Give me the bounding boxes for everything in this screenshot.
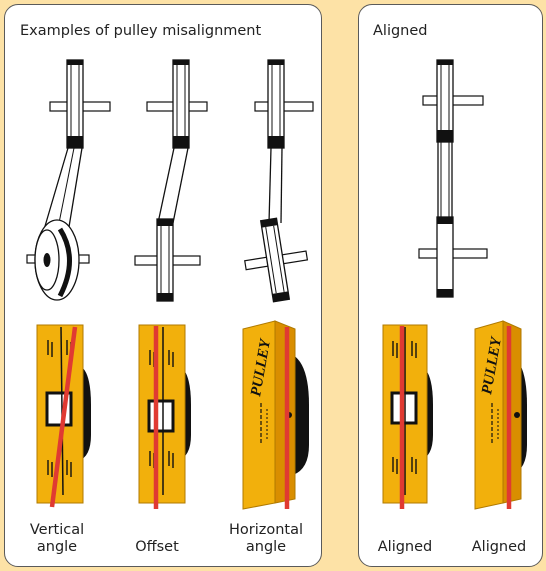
offset-laser-tool-icon <box>138 324 191 509</box>
misalignment-panel: Examples of pulley misalignment <box>4 4 322 567</box>
aligned-laser-tool-icon-2: PULLEY <box>474 320 527 510</box>
aligned-illustrations: PULLEY <box>382 59 527 510</box>
horizontal-angle-pulley-icon <box>244 59 314 303</box>
misalignment-panel-title: Examples of pulley misalignment <box>20 23 262 39</box>
aligned-pulley-icon <box>418 59 488 298</box>
caption-horizontal-angle: Horizontal angle <box>228 522 304 555</box>
aligned-panel: Aligned <box>358 4 543 567</box>
vertical-angle-laser-tool-icon <box>36 324 91 508</box>
caption-aligned-1: Aligned <box>377 539 433 555</box>
caption-offset: Offset <box>135 539 179 555</box>
aligned-panel-title: Aligned <box>373 23 428 39</box>
offset-pulley-icon <box>134 59 208 302</box>
vertical-angle-pulley-icon <box>26 59 111 301</box>
horizontal-angle-laser-tool-icon: PULLEY <box>242 320 309 510</box>
caption-aligned-2: Aligned <box>471 539 527 555</box>
caption-vertical-angle: Vertical angle <box>29 522 85 555</box>
misalignment-illustrations: PULLEY <box>26 59 314 510</box>
aligned-laser-tool-icon-1 <box>382 324 433 509</box>
